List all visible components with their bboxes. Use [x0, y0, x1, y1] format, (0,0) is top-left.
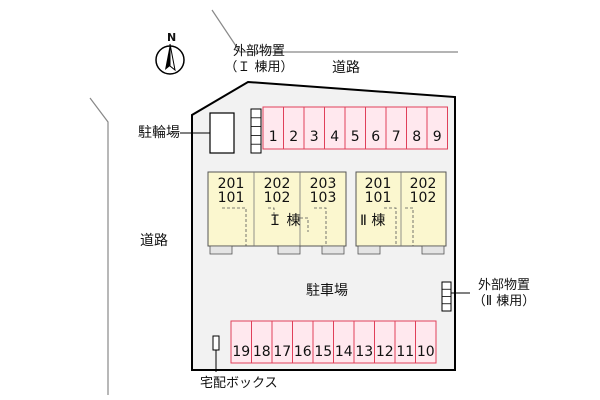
top-stall-number: 7 [391, 129, 401, 145]
road-label-top: 道路 [332, 60, 360, 76]
unit-b2-2-upper: 202 [409, 176, 437, 192]
building-2-label: Ⅱ 棟 [360, 213, 386, 229]
top-stall-number: 5 [350, 129, 360, 145]
compass-letter: N [167, 31, 177, 44]
storage-shed-1 [250, 108, 262, 154]
top-stall-9 [426, 106, 448, 150]
storage-2-label-line1: 外部物置 [477, 278, 530, 293]
storage-2-label-line2: （Ⅱ 棟用） [472, 294, 536, 309]
storage-1-label-line1: 外部物置 [232, 44, 285, 59]
bottom-stall-number: 16 [293, 344, 312, 360]
road-edge-left [89, 97, 109, 395]
parking-lot-label: 駐車場 [306, 283, 348, 299]
delivery-box-label: 宅配ボックス [200, 376, 278, 391]
storage-1-label-line2: （Ｉ 棟用） [224, 60, 294, 75]
bottom-stall-number: 12 [375, 344, 394, 360]
unit-b1-1-upper: 201 [217, 176, 245, 192]
unit-b1-2-lower: 102 [263, 190, 291, 206]
bottom-stall-number: 11 [396, 344, 415, 360]
unit-b1-3-lower: 103 [309, 190, 337, 206]
delivery-box-icon [212, 335, 220, 351]
bottom-stall-number: 13 [355, 344, 374, 360]
bottom-stall-number: 18 [252, 344, 271, 360]
unit-b2-1-lower: 101 [364, 190, 392, 206]
parking-row-top [262, 106, 448, 150]
unit-b1-1-lower: 101 [217, 190, 245, 206]
top-stall-number: 6 [371, 129, 381, 145]
unit-b1-3-upper: 203 [309, 176, 337, 192]
bottom-stall-number: 14 [334, 344, 353, 360]
top-stall-number: 2 [289, 129, 299, 145]
road-edge-top [211, 9, 458, 53]
storage-shed-2 [441, 281, 470, 312]
unit-b1-2-upper: 202 [263, 176, 291, 192]
unit-b2-1-upper: 201 [364, 176, 392, 192]
bottom-stall-number: 17 [273, 344, 292, 360]
bottom-stall-number: 19 [232, 344, 251, 360]
bottom-stall-number: 10 [416, 344, 435, 360]
building-1-label: Ｉ 棟 [268, 213, 301, 229]
bicycle-parking-label: 駐輪場 [138, 125, 180, 141]
top-stall-number: 1 [268, 129, 278, 145]
road-label-left: 道路 [140, 233, 168, 249]
building-1 [207, 171, 347, 255]
bicycle-parking-area [209, 112, 235, 154]
top-stall-number: 4 [330, 129, 340, 145]
top-stall-number: 8 [412, 129, 422, 145]
top-stall-number: 3 [309, 129, 319, 145]
north-arrow-icon [155, 43, 185, 75]
unit-b2-2-lower: 102 [409, 190, 437, 206]
bottom-stall-10 [415, 320, 437, 364]
parking-row-bottom [230, 320, 437, 364]
bottom-stall-number: 15 [314, 344, 333, 360]
building-2 [355, 171, 447, 255]
top-stall-number: 9 [432, 129, 442, 145]
